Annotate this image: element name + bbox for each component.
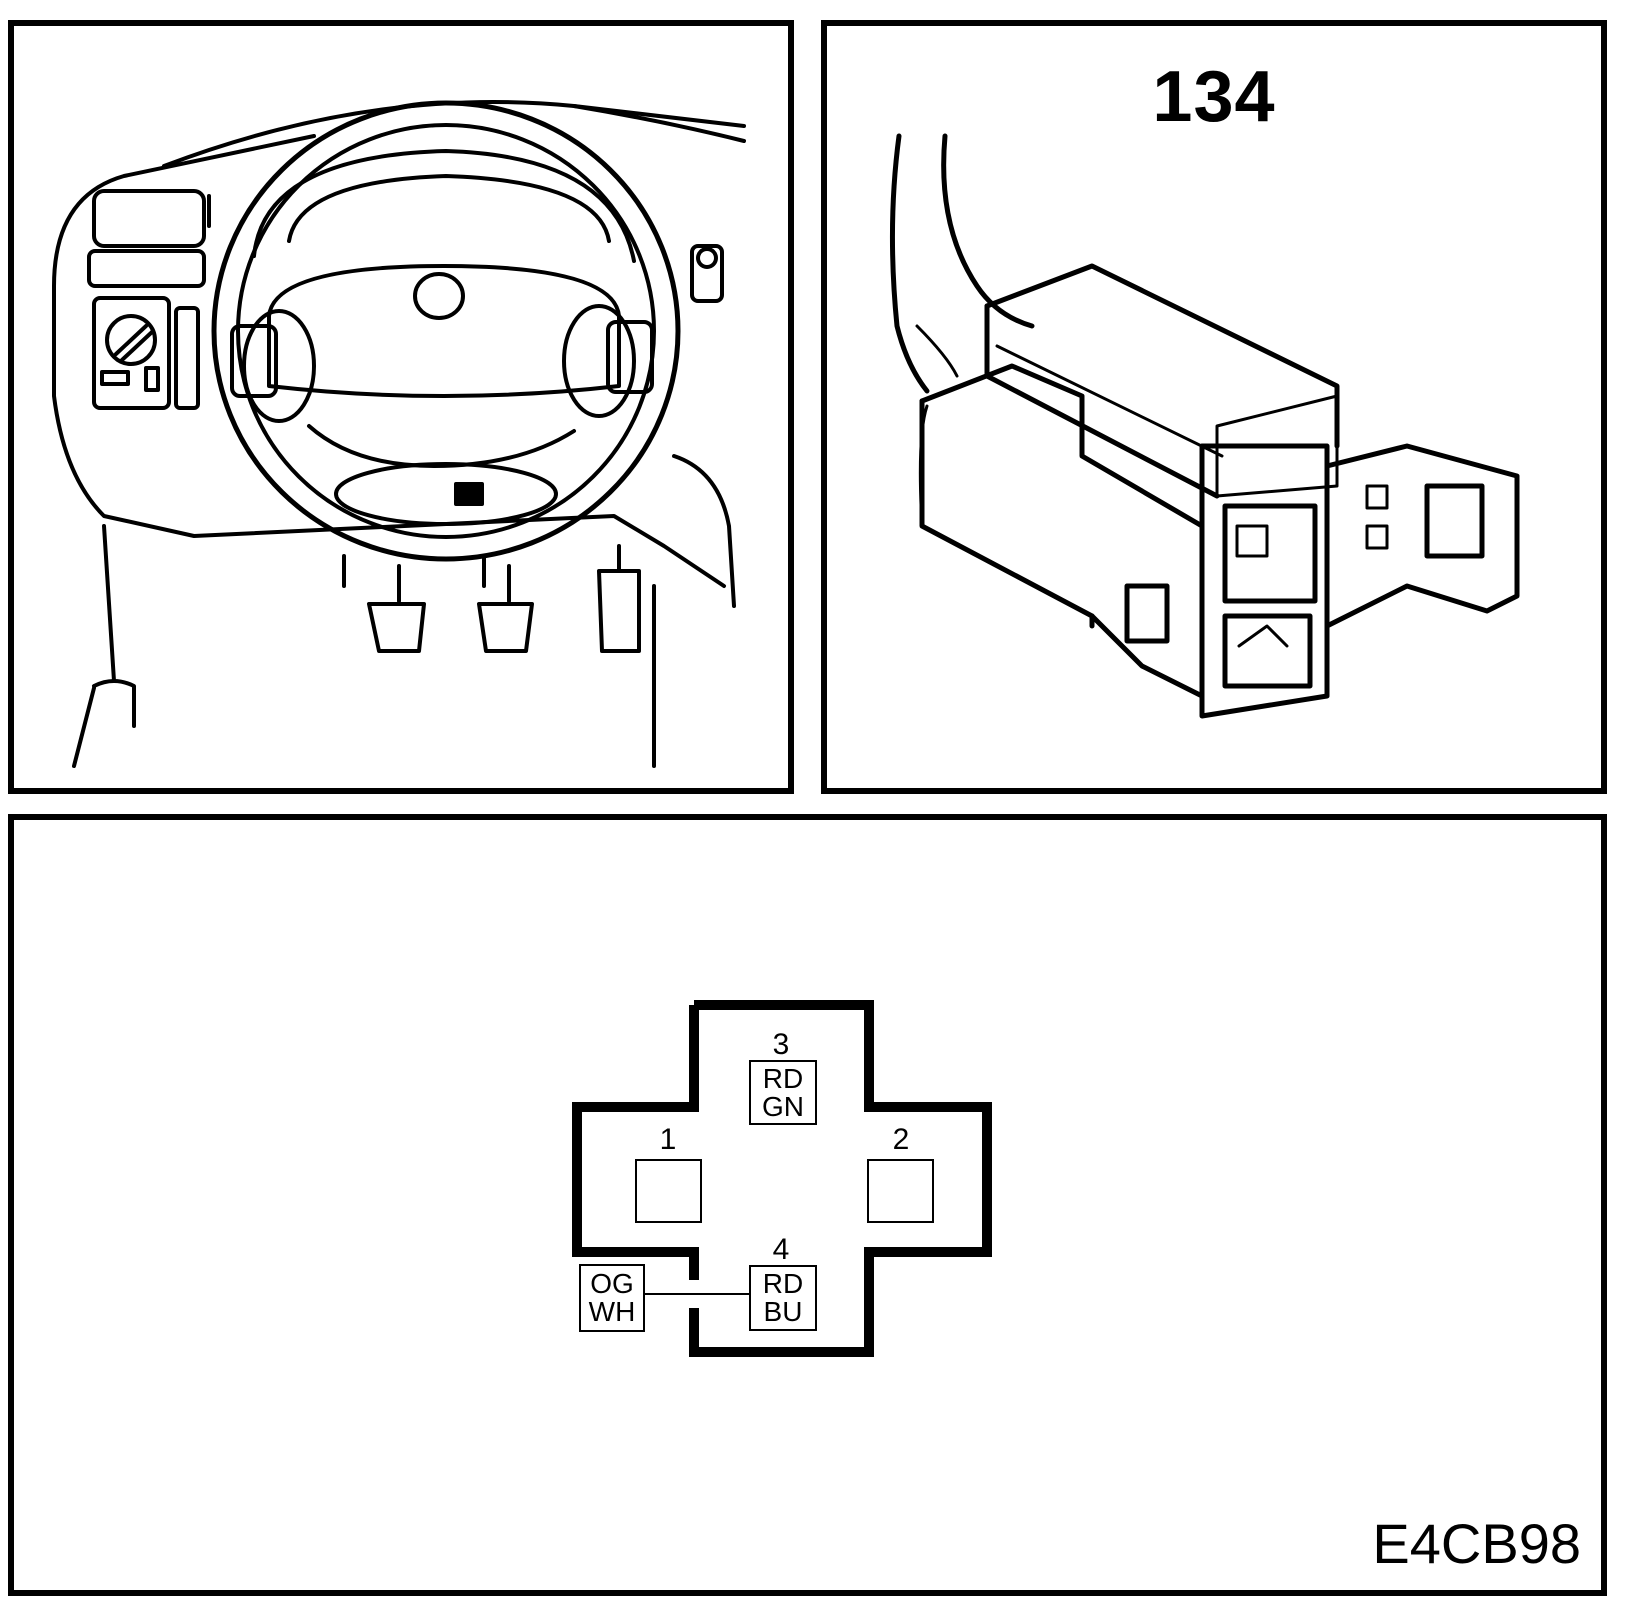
light-switch-panel: [87, 249, 206, 288]
diagram-id-label: E4CB98: [1372, 1512, 1581, 1575]
pin-3-wire-color-top: RD: [762, 1062, 804, 1094]
connector-body-top: [984, 263, 1340, 449]
steering-wheel-rim: [211, 100, 681, 562]
bracket-slot: [1424, 483, 1485, 559]
airbag-pad: [267, 264, 621, 398]
pin-cavity-bottom: [1222, 613, 1313, 689]
dimmer-switch: [174, 306, 200, 410]
pin-4-number: 4: [772, 1233, 790, 1266]
steering-wheel-upper-spoke: [252, 149, 636, 263]
left-wheel-control-pad: [242, 309, 316, 423]
accelerator-pedal: [597, 569, 641, 653]
pinout-diagram-panel: 3 RD GN 1 2 4 RD BU OG WH E4CB98: [8, 814, 1607, 1596]
connector-location-marker-icon: [454, 482, 484, 506]
external-wire-color-top: OG: [590, 1268, 634, 1299]
right-dash-switch: [690, 244, 724, 303]
dash-top-edge: [572, 104, 746, 143]
wire-right: [941, 133, 1035, 329]
lower-hub-pad: [334, 462, 558, 526]
clutch-pedal: [367, 602, 426, 653]
pin-3-wire-color-bottom: GN: [762, 1090, 804, 1122]
pin-cavity-center: [1222, 503, 1318, 604]
connector-number-label: 134: [1152, 57, 1276, 137]
steering-wheel-inner-rim: [236, 123, 656, 539]
dashboard-lower-edge: [52, 284, 726, 588]
windscreen-edge: [162, 100, 746, 168]
connector-front-housing: [919, 363, 1205, 529]
dashboard-outline: [52, 134, 316, 288]
external-wire-color: OG WH: [579, 1264, 645, 1332]
mounting-bracket: [1324, 443, 1520, 629]
pin-1-cavity: [635, 1159, 702, 1223]
brake-pedal: [477, 602, 534, 653]
connector-face-outline: [572, 1000, 992, 1357]
dashboard-illustration: [52, 100, 746, 768]
pin-4-wire-color-top: RD: [762, 1268, 804, 1299]
connector-face: [1199, 443, 1330, 719]
latch-window: [1124, 583, 1170, 644]
steering-wheel-lower-spoke: [307, 424, 576, 468]
pin-2-cavity: [867, 1159, 934, 1223]
pin-4-wire-color: RD BU: [749, 1265, 817, 1331]
headlamp-knob-icon: [105, 314, 157, 366]
location-illustration-panel: [8, 20, 794, 794]
right-wheel-control-pad: [562, 304, 636, 418]
wire-left: [889, 133, 930, 394]
left-vent: [92, 189, 206, 248]
connector-3d-illustration: [889, 133, 1520, 719]
external-wire-color-bottom: WH: [588, 1296, 636, 1327]
pin-4-wire-color-bottom: BU: [763, 1296, 803, 1327]
pin-3-number: 3: [772, 1028, 790, 1061]
pin-3-wire-color: RD GN: [749, 1060, 817, 1125]
pin-1-number: 1: [659, 1123, 677, 1156]
headlamp-switch-housing: [92, 296, 171, 410]
connector-illustration-panel: 134: [821, 20, 1607, 794]
pin-2-number: 2: [892, 1123, 910, 1156]
gear-lever-base: [92, 679, 136, 728]
wheel-center-emblem-icon: [413, 272, 465, 320]
